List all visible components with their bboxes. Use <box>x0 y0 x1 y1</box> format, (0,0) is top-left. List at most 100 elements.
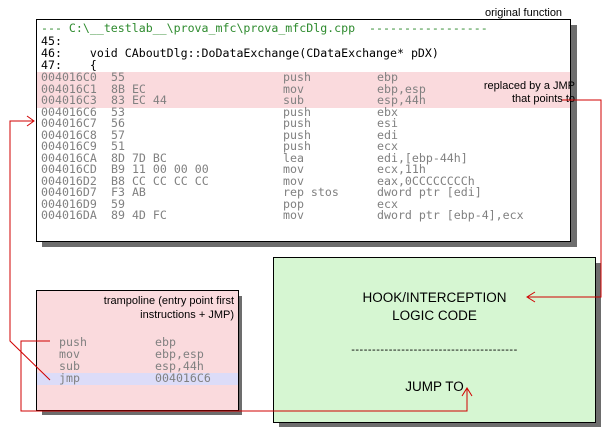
instruction-address: 004016C8 <box>41 127 97 142</box>
instruction-bytes: B9 11 00 00 00 <box>111 162 209 176</box>
original-function-box: --- C:\__testlab__\prova_mfc\prova_mfcDl… <box>36 19 575 242</box>
instruction-bytes: 83 EC 44 <box>111 93 167 107</box>
source-file-header: --- C:\__testlab__\prova_mfc\prova_mfcDl… <box>41 21 488 35</box>
instruction-bytes: B8 CC CC CC CC <box>111 173 209 188</box>
instruction-row: 004016C7 56 push esi <box>41 116 569 130</box>
instruction-mnemonic: push <box>283 139 311 153</box>
instruction-mnemonic: mov <box>283 81 304 96</box>
instruction-bytes: 8B EC <box>111 81 146 96</box>
instruction-operands: ebx <box>377 104 398 119</box>
trampoline-jmp-row: jmp 004016C6 <box>37 371 238 385</box>
replaced-instruction-row: 004016C0 55 push ebp <box>41 70 569 84</box>
replaced-by-jmp-line2: that points to <box>512 93 575 105</box>
instruction-mnemonic: push <box>283 104 311 119</box>
instruction-row: 004016D7 F3 AB rep stos dword ptr [edi] <box>41 185 569 199</box>
jumpto-to-trampoline-arrowhead <box>461 387 473 397</box>
instruction-bytes: 51 <box>111 139 125 153</box>
instruction-row: 004016C6 53 push ebx <box>41 104 569 119</box>
instruction-operands: ecx <box>377 139 398 153</box>
replaced-by-jmp-label: replaced by a JMP that points to <box>457 80 575 105</box>
instruction-bytes: 57 <box>111 127 125 142</box>
instruction-operands: dword ptr [ebp-4],ecx <box>377 208 524 222</box>
hook-title-line2: LOGIC CODE <box>392 308 477 323</box>
instruction-address: 004016C7 <box>41 116 97 130</box>
instruction-operands: ebp,esp <box>377 81 426 96</box>
instruction-address: 004016D7 <box>41 185 97 199</box>
jmp-to-hook-arrow <box>528 99 602 298</box>
trampoline-label: trampoline (entry point first instructio… <box>104 295 234 321</box>
jumpto-to-trampoline-arrow <box>20 340 468 412</box>
instruction-operands: dword ptr [edi] <box>377 185 482 199</box>
instruction-mnemonic: push <box>59 335 87 349</box>
instruction-operands: esp,44h <box>155 359 204 373</box>
instruction-operands: ebp <box>377 70 398 84</box>
instruction-row: 004016C9 51 push ecx <box>41 139 569 153</box>
instruction-operands: 004016C6 <box>155 371 211 385</box>
hook-logic-box: HOOK/INTERCEPTION LOGIC CODE -----------… <box>273 257 596 423</box>
instruction-address: 004016C3 <box>41 93 97 107</box>
instruction-bytes: 55 <box>111 70 125 84</box>
instruction-mnemonic: mov <box>59 347 80 361</box>
instruction-address: 004016CA <box>41 150 97 165</box>
instruction-mnemonic: mov <box>283 208 304 222</box>
instruction-bytes: 56 <box>111 116 125 130</box>
trampoline-box: trampoline (entry point first instructio… <box>36 290 239 411</box>
instruction-bytes: 59 <box>111 196 125 211</box>
source-line: 47: { <box>41 58 97 72</box>
trampoline-instruction-row: mov ebp,esp <box>37 347 238 361</box>
trampoline-instruction-row: push ebp <box>37 335 238 349</box>
source-line: 46: void CAboutDlg::DoDataExchange(CData… <box>41 46 439 60</box>
instruction-row: 004016D2 B8 CC CC CC CC mov eax,0CCCCCCCCh <box>41 173 569 188</box>
instruction-mnemonic: sub <box>59 359 80 373</box>
instruction-bytes: 53 <box>111 104 125 119</box>
instruction-operands: eax,0CCCCCCCCh <box>377 173 475 188</box>
instruction-operands: esp,44h <box>377 93 426 107</box>
instruction-address: 004016C0 <box>41 70 97 84</box>
instruction-mnemonic: push <box>283 70 311 84</box>
instruction-operands: ecx <box>377 196 398 211</box>
instruction-address: 004016DA <box>41 208 97 222</box>
instruction-address: 004016C1 <box>41 81 97 96</box>
instruction-mnemonic: mov <box>283 162 304 176</box>
instruction-operands: ebp <box>155 335 176 349</box>
jump-to-label: JUMP TO <box>405 379 464 394</box>
trampoline-instruction-row: sub esp,44h <box>37 359 238 373</box>
instruction-operands: ebp,esp <box>155 347 204 361</box>
instruction-bytes: F3 AB <box>111 185 146 199</box>
replaced-instructions-highlight <box>37 72 570 108</box>
instruction-mnemonic: pop <box>283 196 304 211</box>
replaced-instruction-row: 004016C1 8B EC mov ebp,esp <box>41 81 569 96</box>
instruction-row: 004016CA 8D 7D BC lea edi,[ebp-44h] <box>41 150 569 165</box>
instruction-mnemonic: mov <box>283 173 304 188</box>
trampoline-label-line1: trampoline (entry point first <box>103 295 234 307</box>
instruction-mnemonic: rep stos <box>283 185 339 199</box>
instruction-mnemonic: push <box>283 127 311 142</box>
instruction-row: 004016CD B9 11 00 00 00 mov ecx,11h <box>41 162 569 176</box>
trampoline-label-line2: instructions + JMP) <box>140 309 234 321</box>
instruction-operands: ecx,11h <box>377 162 426 176</box>
instruction-address: 004016C6 <box>41 104 97 119</box>
hook-separator: ---------------------------------------- <box>351 344 518 356</box>
instruction-address: 004016C9 <box>41 139 97 153</box>
replaced-instruction-row: 004016C3 83 EC 44 sub esp,44h <box>41 93 569 107</box>
original-function-label: original function <box>485 7 563 19</box>
instruction-mnemonic: lea <box>283 150 304 165</box>
instruction-mnemonic: push <box>283 116 311 130</box>
jmp-to-hook-arrowhead <box>526 291 536 303</box>
hook-title-line1: HOOK/INTERCEPTION <box>362 290 507 305</box>
instruction-operands: esi <box>377 116 398 130</box>
instruction-mnemonic: jmp <box>59 371 80 385</box>
instruction-bytes: 8D 7D BC <box>111 150 167 165</box>
instruction-operands: edi,[ebp-44h] <box>377 150 468 165</box>
trampoline-jmp-to-original-arrow <box>9 120 51 381</box>
hook-title: HOOK/INTERCEPTION LOGIC CODE <box>274 289 595 325</box>
source-line: 45: <box>41 34 62 48</box>
instruction-address: 004016CD <box>41 162 97 176</box>
instruction-address: 004016D2 <box>41 173 97 188</box>
instruction-mnemonic: sub <box>283 93 304 107</box>
replaced-by-jmp-line1: replaced by a JMP <box>483 80 575 92</box>
